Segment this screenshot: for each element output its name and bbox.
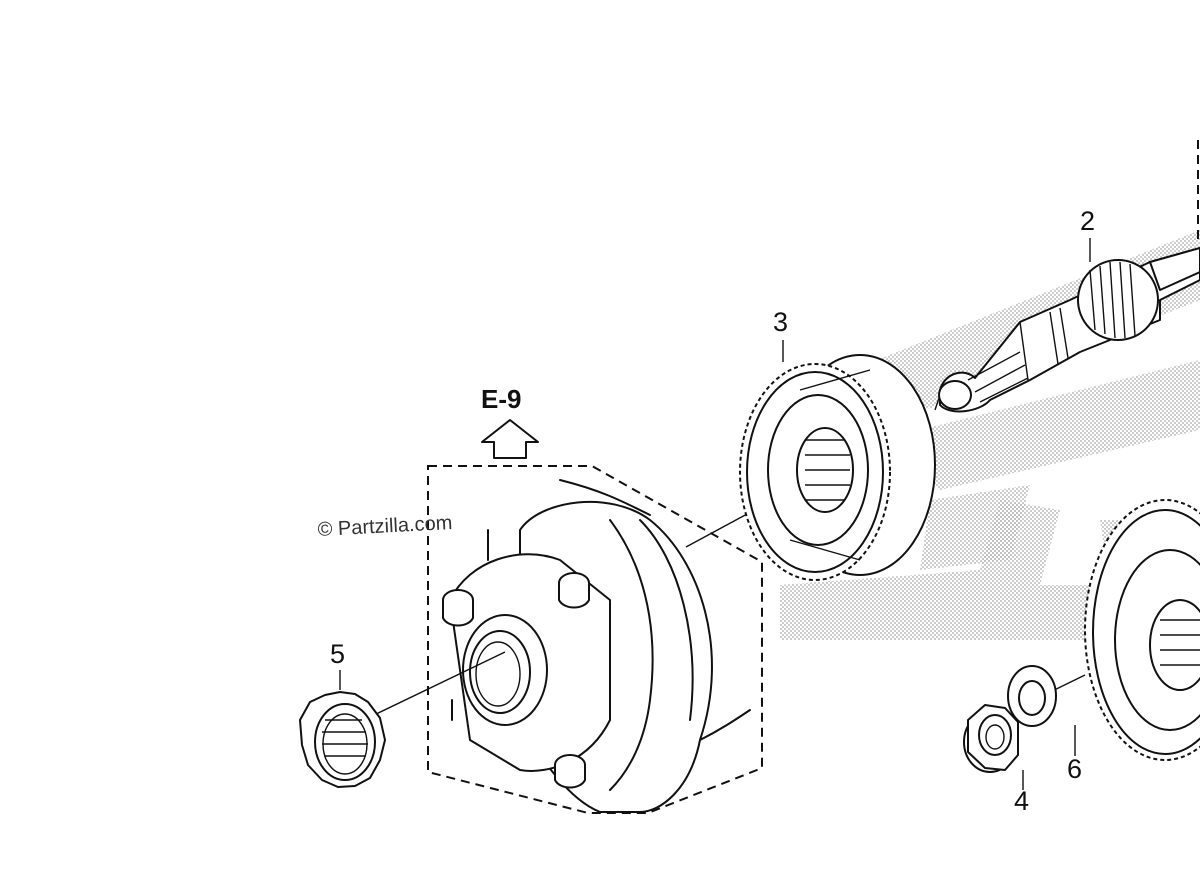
watermark-text: © Partzilla.com (317, 512, 453, 541)
callout-2[interactable]: 2 (1080, 206, 1095, 236)
transmission-housing (442, 479, 751, 813)
housing-assembly-outline (427, 465, 763, 814)
housing-bolt-bottom (554, 754, 586, 789)
countershaft (938, 247, 1200, 413)
reference-label[interactable]: E-9 (481, 384, 521, 414)
reference-arrow (481, 419, 539, 459)
housing-bolt-top-left (442, 589, 474, 627)
callout-4[interactable]: 4 (1014, 786, 1029, 816)
flange-nut (963, 704, 1019, 773)
housing-bolt-top-right (558, 572, 590, 609)
callout-3[interactable]: 3 (773, 307, 788, 337)
callout-6[interactable]: 6 (1067, 754, 1082, 784)
washer (1007, 665, 1057, 727)
callout-5[interactable]: 5 (330, 639, 345, 669)
driven-gear (739, 354, 936, 581)
final-driven-gear (1084, 499, 1200, 761)
lock-nut (299, 691, 386, 788)
